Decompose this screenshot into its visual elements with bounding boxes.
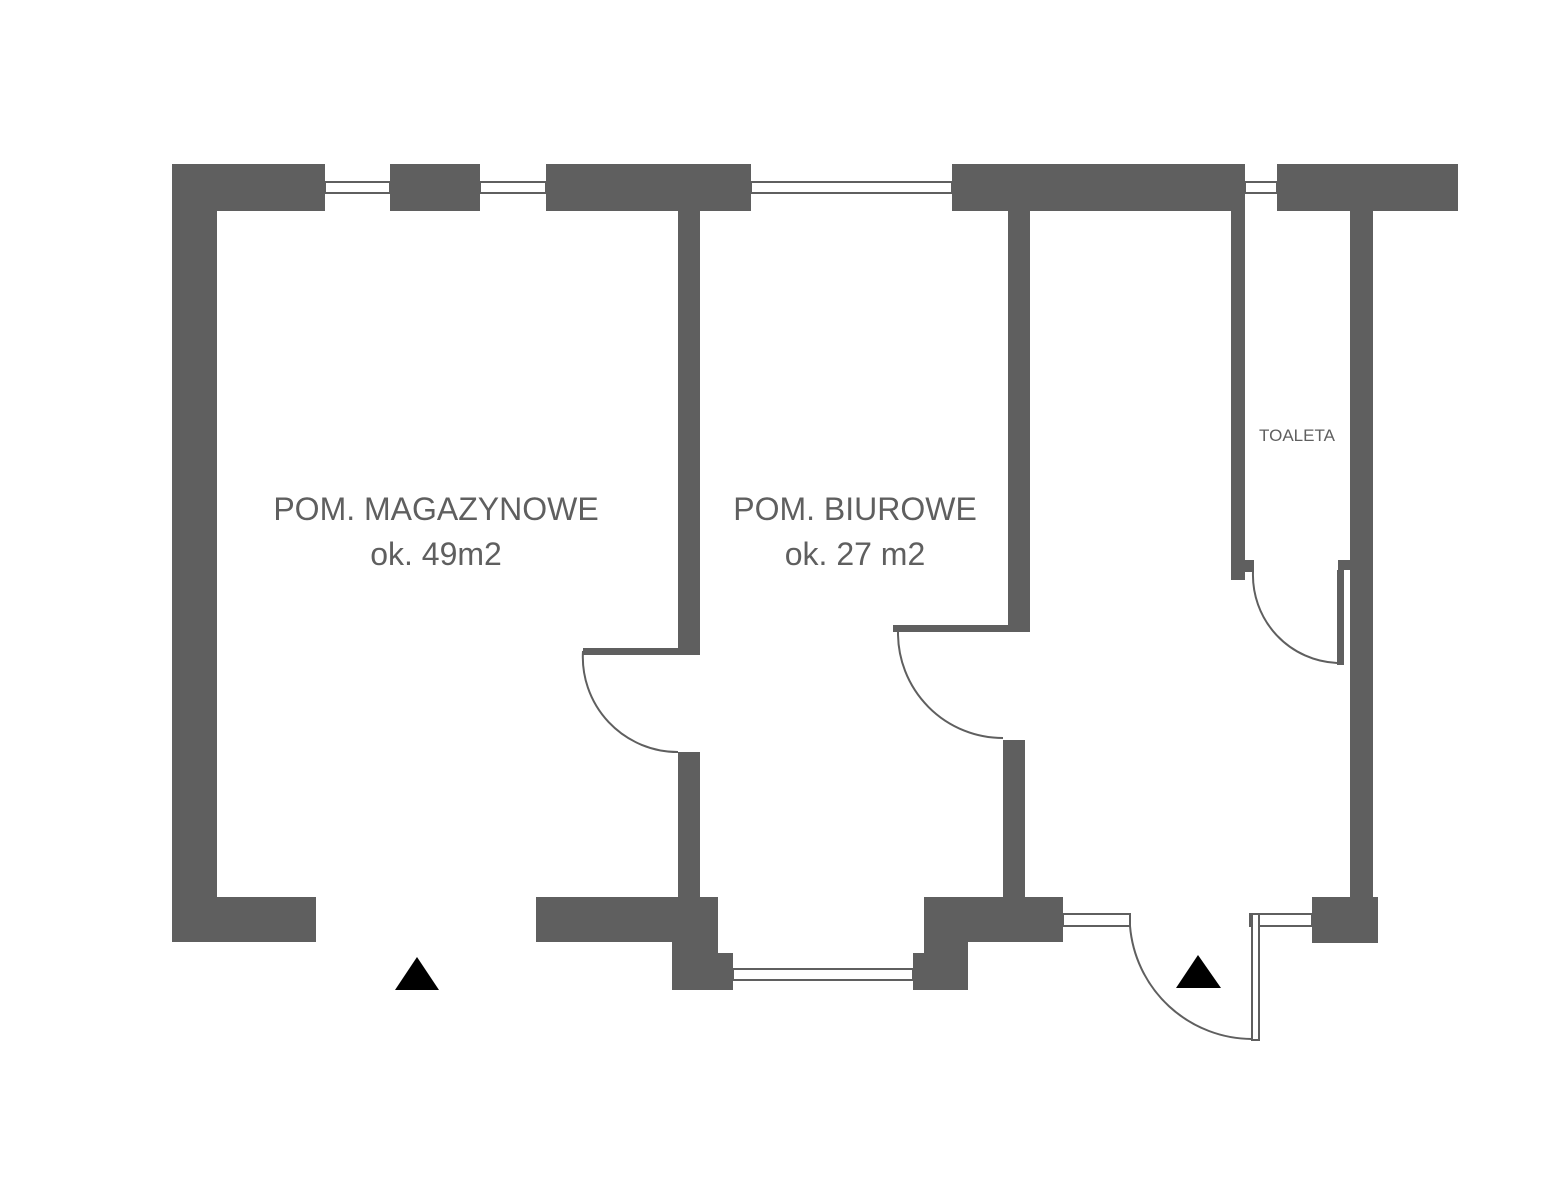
door-main-entrance [1129, 913, 1260, 1041]
entrance-marker-storage [395, 957, 439, 990]
entrance-marker-main [1176, 955, 1221, 988]
room-area-office: ok. 27 m2 [785, 536, 926, 572]
room-area-storage: ok. 49m2 [370, 536, 502, 572]
room-name-toilet: TOALETA [1259, 426, 1336, 445]
windows [324, 181, 1313, 981]
door-toilet [1251, 570, 1344, 665]
interior-walls [678, 211, 1373, 897]
room-name-storage: POM. MAGAZYNOWE [273, 491, 598, 527]
door-storage [581, 648, 679, 754]
door-office [896, 631, 1004, 739]
room-name-office: POM. BIUROWE [733, 491, 977, 527]
exterior-walls [172, 164, 1458, 990]
